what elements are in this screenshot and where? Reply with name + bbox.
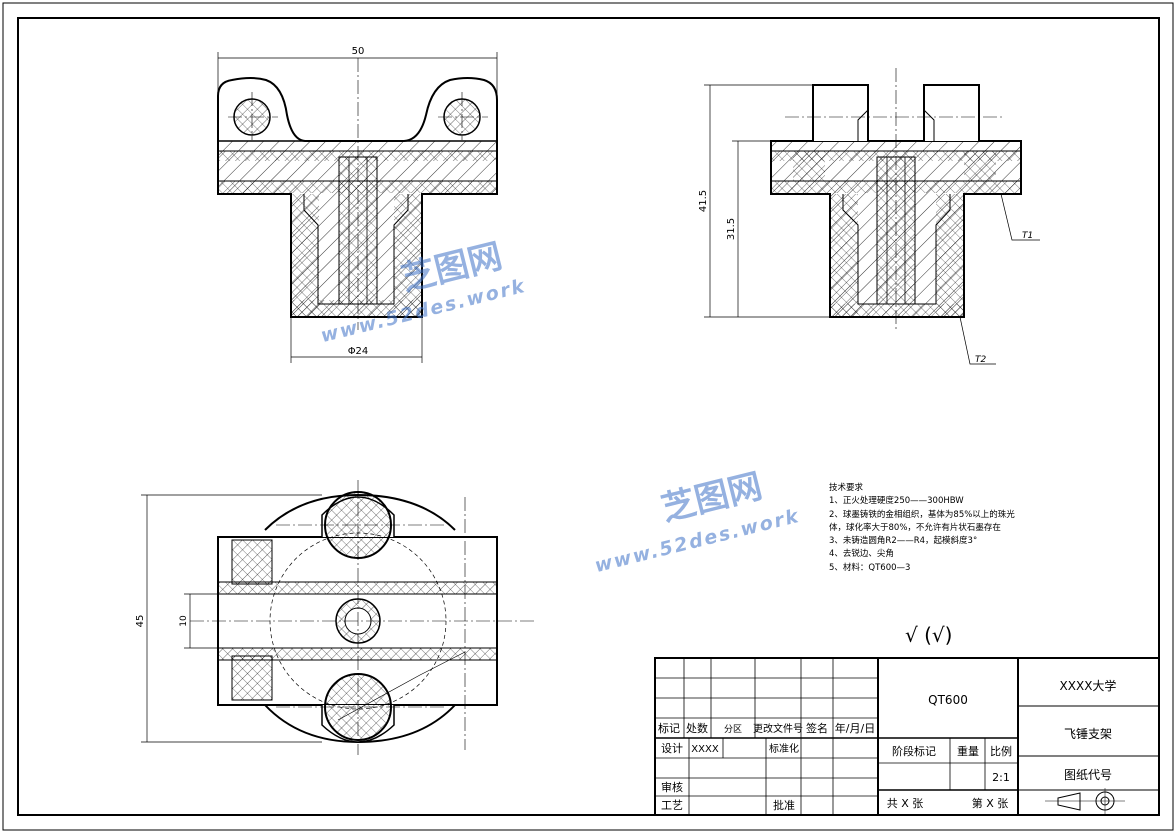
front-view: 50 Φ24 <box>217 46 498 363</box>
note-line: 4、去锐边、尖角 <box>829 549 894 560</box>
note-title: 技术要求 <box>829 483 864 493</box>
projection-symbol-icon <box>1057 792 1081 811</box>
tb-hdr-date: 年/月/日 <box>835 721 875 735</box>
tb-hdr-zone: 分区 <box>724 724 742 735</box>
tb-stage-mark: 阶段标记 <box>892 744 936 758</box>
technical-requirements: 技术要求 1、正火处理硬度250——300HBW 2、球墨铸铁的金相组织，基体为… <box>829 482 1015 575</box>
tb-sheet-no: 第 X 张 <box>972 796 1009 810</box>
tb-total-sheets: 共 X 张 <box>887 797 924 810</box>
dim-top-height: 45 <box>135 615 146 628</box>
tb-row-process: 工艺 <box>661 799 683 812</box>
top-view: 45 10 <box>135 480 537 755</box>
tb-weight: 重量 <box>957 744 979 758</box>
tb-scale-value: 2:1 <box>992 771 1010 784</box>
label-t1: T1 <box>1022 231 1033 241</box>
tb-hdr-count: 处数 <box>686 722 708 735</box>
tb-row-design: 设计 <box>661 742 683 755</box>
note-line: 1、正火处理硬度250——300HBW <box>829 496 964 507</box>
dim-side-inner: 31.5 <box>726 218 737 240</box>
dim-side-overall: 41.5 <box>698 190 709 212</box>
note-line: 5、材料：QT600—3 <box>829 562 911 573</box>
tb-row-review: 审核 <box>661 780 683 794</box>
tb-school: XXXX大学 <box>1060 678 1117 693</box>
tb-material: QT600 <box>928 693 968 707</box>
tb-scale-label: 比例 <box>990 744 1012 758</box>
title-block <box>654 657 1160 816</box>
tb-row-standardize: 标准化 <box>769 742 799 755</box>
dim-top-slot: 10 <box>179 615 189 627</box>
tb-part-name: 飞锤支架 <box>1064 726 1112 741</box>
note-line: 2、球墨铸铁的金相组织，基体为85%以上的珠光 <box>829 509 1015 520</box>
dim-front-width: 50 <box>352 46 365 57</box>
tb-row-approve: 批准 <box>773 798 795 812</box>
note-line: 3、未铸造圆角R2——R4，起模斜度3° <box>829 536 978 547</box>
tb-hdr-mark: 标记 <box>658 721 680 735</box>
tb-drawing-no-label: 图纸代号 <box>1064 768 1112 782</box>
tb-hdr-change-doc: 更改文件号 <box>753 722 803 735</box>
side-view: 41.5 31.5 T1 T2 <box>698 68 1040 365</box>
roughness-symbol: √ (√) <box>905 623 952 647</box>
dim-front-bore: Φ24 <box>348 346 369 357</box>
inner-border <box>17 17 1160 816</box>
tb-designer: XXXX <box>691 744 719 755</box>
tb-hdr-signature: 签名 <box>806 721 828 735</box>
note-line: 体，球化率大于80%，不允许有片状石墨存在 <box>829 522 1001 533</box>
label-t2: T2 <box>975 355 986 365</box>
